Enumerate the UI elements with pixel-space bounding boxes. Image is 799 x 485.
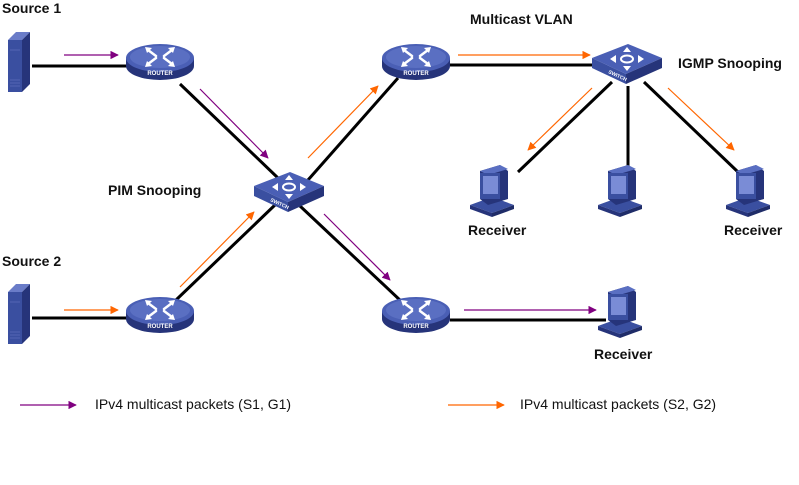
flow-s2g2-arrow bbox=[179, 211, 255, 288]
switch-icon-pim[interactable] bbox=[253, 171, 325, 213]
flow-s2g2-arrow bbox=[527, 87, 593, 151]
link-igmp-left bbox=[516, 80, 614, 174]
server-icon-source2[interactable] bbox=[7, 283, 31, 345]
host-icon-receiver-bottom[interactable] bbox=[598, 286, 642, 338]
flows bbox=[64, 50, 735, 315]
link-igmp-right bbox=[642, 80, 740, 174]
router-icon-2[interactable] bbox=[380, 42, 452, 82]
label-pim-snooping: PIM Snooping bbox=[108, 182, 202, 198]
label-source2: Source 2 bbox=[2, 253, 62, 269]
flow-s1g1-arrow bbox=[323, 213, 391, 281]
label-receiver-bottom: Receiver bbox=[594, 346, 653, 362]
links bbox=[32, 63, 740, 322]
router-icon-1[interactable] bbox=[124, 42, 196, 82]
host-icon-receiver-left[interactable] bbox=[470, 165, 514, 217]
label-source1: Source 1 bbox=[2, 0, 62, 16]
flow-s2g2-arrow bbox=[667, 87, 735, 151]
switch-icon-igmp[interactable] bbox=[591, 43, 663, 85]
flow-s1g1-arrow bbox=[199, 88, 269, 159]
flow-s2g2-arrow bbox=[307, 85, 379, 159]
link-router1-switch bbox=[178, 82, 280, 180]
link-switch-router2 bbox=[306, 77, 400, 181]
label-receiver-right: Receiver bbox=[724, 222, 783, 238]
legend-s2g2-text: IPv4 multicast packets (S2, G2) bbox=[520, 396, 717, 412]
link-switch-router4 bbox=[174, 202, 278, 302]
host-icon-middle[interactable] bbox=[598, 165, 642, 217]
server-icon-source1[interactable] bbox=[7, 31, 31, 93]
router-icon-4[interactable] bbox=[124, 295, 196, 335]
host-icon-receiver-right[interactable] bbox=[726, 165, 770, 217]
label-receiver-left: Receiver bbox=[468, 222, 527, 238]
link-switch-router3 bbox=[298, 204, 404, 304]
router-icon-3[interactable] bbox=[380, 295, 452, 335]
legend-s1g1-text: IPv4 multicast packets (S1, G1) bbox=[95, 396, 292, 412]
label-multicast-vlan: Multicast VLAN bbox=[470, 11, 573, 27]
label-igmp-snooping: IGMP Snooping bbox=[678, 55, 782, 71]
